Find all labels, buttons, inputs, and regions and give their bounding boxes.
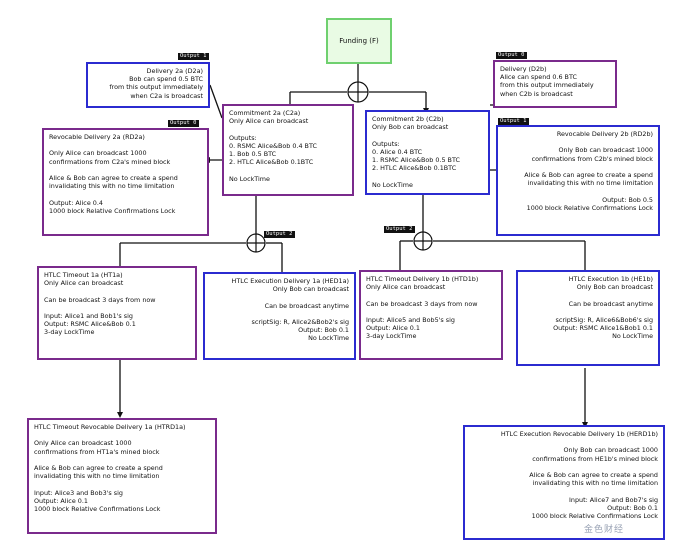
commitment-2a-node: Commitment 2a (C2a) Only Alice can broad… (222, 104, 354, 196)
output-tag-d2b: Output 0 (496, 52, 527, 59)
htlc-execution-revocable-delivery-1b-node: HTLC Execution Revocable Delivery 1b (HE… (463, 425, 665, 540)
revocable-delivery-2b-node: Revocable Delivery 2b (RD2b) Only Bob ca… (496, 125, 660, 236)
htlc-execution-delivery-1a-node: HTLC Execution Delivery 1a (HED1a) Only … (203, 272, 356, 360)
output-tag-d2a: Output 1 (178, 53, 209, 60)
output-tag-c2a-htlc: Output 2 (264, 231, 295, 238)
output-tag-rd2a: Output 0 (168, 120, 199, 127)
output-tag-c2b-htlc: Output 2 (384, 226, 415, 233)
delivery-2a-node: Delivery 2a (D2a) Bob can spend 0.5 BTC … (86, 62, 210, 108)
delivery-2b-node: Delivery (D2b) Alice can spend 0.6 BTC f… (493, 60, 617, 108)
htlc-timeout-1a-node: HTLC Timeout 1a (HT1a) Only Alice can br… (37, 266, 197, 360)
htlc-execution-1b-node: HTLC Execution 1b (HE1b) Only Bob can br… (516, 270, 660, 366)
htlc-timeout-delivery-1b-node: HTLC Timeout Delivery 1b (HTD1b) Only Al… (359, 270, 503, 360)
output-tag-rd2b: Output 1 (498, 118, 529, 125)
funding-node: Funding (F) (326, 18, 392, 64)
htlc-timeout-revocable-delivery-1a-node: HTLC Timeout Revocable Delivery 1a (HTRD… (27, 418, 217, 534)
revocable-delivery-2a-node: Revocable Delivery 2a (RD2a) Only Alice … (42, 128, 209, 236)
commitment-2b-node: Commitment 2b (C2b) Only Bob can broadca… (365, 110, 490, 195)
watermark-text: 金色财经 (584, 525, 625, 535)
